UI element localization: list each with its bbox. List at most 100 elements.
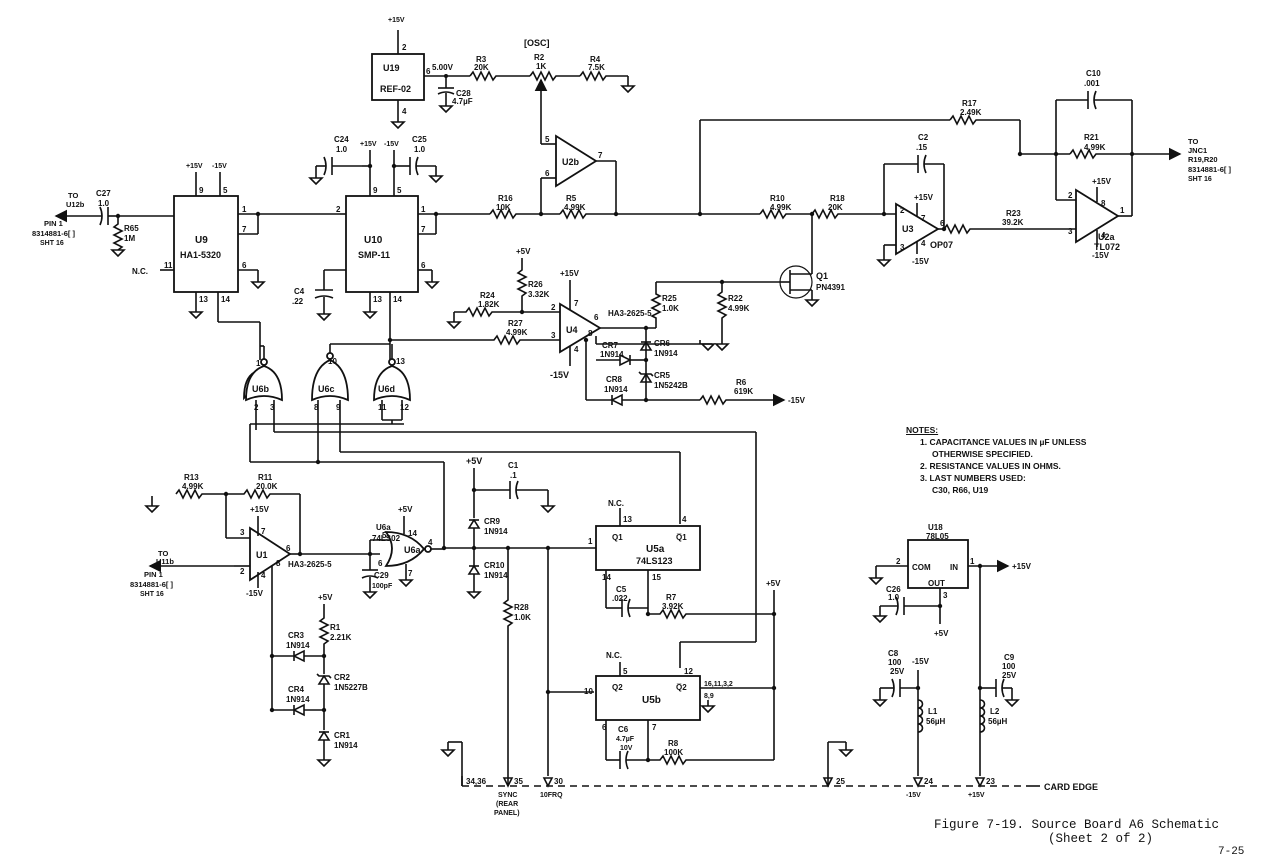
svg-text:R11: R11 — [258, 473, 273, 482]
svg-text:COM: COM — [912, 563, 931, 572]
svg-text:8314881-6[ ]: 8314881-6[ ] — [32, 229, 75, 238]
u18-regulator: U18 78L05 COM IN OUT 2 1 +15V 3 +5V — [868, 523, 1032, 638]
svg-text:.15: .15 — [916, 143, 928, 152]
svg-text:6: 6 — [602, 723, 607, 732]
svg-text:7: 7 — [421, 225, 426, 234]
svg-text:25V: 25V — [890, 667, 905, 676]
svg-text:34,36: 34,36 — [466, 777, 487, 786]
u6b-nor-gate: U6b 1 2 3 — [243, 358, 283, 430]
svg-text:3: 3 — [943, 591, 948, 600]
svg-text:4: 4 — [261, 571, 266, 580]
svg-text:OUT: OUT — [928, 579, 945, 588]
svg-text:100: 100 — [1002, 662, 1016, 671]
svg-text:R6: R6 — [736, 378, 747, 387]
c6-capacitor: C6 4.7µF 10V — [606, 725, 648, 770]
svg-text:-15V: -15V — [246, 589, 264, 598]
svg-text:CR9: CR9 — [484, 517, 501, 526]
svg-text:3: 3 — [900, 243, 905, 252]
svg-text:U5b: U5b — [642, 695, 661, 706]
svg-text:3.92K: 3.92K — [662, 602, 684, 611]
svg-text:1: 1 — [1120, 206, 1125, 215]
svg-text:7.5K: 7.5K — [588, 63, 605, 72]
svg-text:U10: U10 — [364, 235, 383, 246]
l1-inductor: L1 56µH — [917, 699, 946, 733]
svg-text:SYNC: SYNC — [498, 792, 517, 799]
svg-text:5: 5 — [223, 186, 228, 195]
to-jnc1-connector: TO JNC1 R19,R20 8314881-6[ ] SHT 16 — [1188, 137, 1231, 183]
r18-resistor: R10 4.99K — [759, 194, 812, 220]
svg-text:SHT 16: SHT 16 — [1188, 176, 1212, 183]
svg-text:+15V: +15V — [1012, 562, 1032, 571]
svg-text:+15V: +15V — [250, 505, 270, 514]
svg-text:7: 7 — [921, 214, 926, 223]
svg-text:U11b: U11b — [156, 557, 174, 566]
svg-text:24: 24 — [924, 777, 933, 786]
svg-text:13: 13 — [396, 357, 405, 366]
svg-text:U6a: U6a — [404, 545, 422, 555]
svg-text:+15V: +15V — [968, 792, 985, 799]
svg-text:4.99K: 4.99K — [770, 203, 792, 212]
svg-text:HA1-5320: HA1-5320 — [180, 250, 221, 260]
svg-text:2: 2 — [402, 43, 407, 52]
svg-text:4.99K: 4.99K — [182, 482, 204, 491]
u19-reference: U19 REF-02 +15V 2 4 6 5.00V — [371, 17, 470, 130]
svg-text:4: 4 — [921, 239, 926, 248]
r3-resistor: R3 20K — [469, 55, 530, 82]
u2b-opamp: U2b 5 6 7 — [540, 134, 617, 214]
r7-resistor: R7 3.92K — [648, 593, 774, 620]
svg-text:1N914: 1N914 — [484, 527, 508, 536]
u2a-opamp: 3 2 +15V 8 4 -15V U2a TL072 1 — [1055, 154, 1133, 260]
svg-text:56µH: 56µH — [988, 717, 1008, 726]
svg-text:C8: C8 — [888, 649, 899, 658]
r25-resistor: R25 1.0K — [650, 281, 780, 328]
r24-resistor: R24 1.82K — [446, 291, 504, 330]
r11-resistor: R11 20.0K — [226, 473, 300, 500]
svg-text:CARD EDGE: CARD EDGE — [1044, 782, 1098, 792]
svg-text:74LS123: 74LS123 — [636, 556, 673, 566]
svg-text:7: 7 — [598, 151, 603, 160]
c1-capacitor: C1 .1 — [474, 461, 556, 514]
svg-text:6: 6 — [940, 219, 945, 228]
svg-text:R2: R2 — [534, 53, 545, 62]
note-item: 3. LAST NUMBERS USED: — [920, 473, 1026, 483]
svg-text:74LS02: 74LS02 — [372, 534, 401, 543]
svg-text:C2: C2 — [918, 133, 929, 142]
svg-text:4.7µF: 4.7µF — [452, 97, 473, 106]
svg-text:6: 6 — [545, 169, 550, 178]
svg-text:U12b: U12b — [66, 200, 85, 209]
r4-resistor: R4 7.5K — [579, 55, 636, 94]
svg-text:U9: U9 — [195, 235, 208, 246]
svg-text:U2b: U2b — [562, 157, 580, 167]
svg-text:Q1: Q1 — [612, 533, 623, 542]
svg-text:11: 11 — [378, 403, 387, 412]
svg-text:1: 1 — [588, 537, 593, 546]
svg-text:6: 6 — [378, 559, 383, 568]
svg-text:1.0K: 1.0K — [514, 613, 531, 622]
svg-text:+15V: +15V — [186, 163, 203, 170]
svg-text:-15V: -15V — [212, 163, 227, 170]
card-edge-connector: CARD EDGE 34,36 35 SYNC (REAR PANEL) 30 … — [440, 741, 1098, 817]
svg-text:TO: TO — [1188, 137, 1198, 146]
svg-text:R24: R24 — [480, 291, 495, 300]
svg-text:+15V: +15V — [360, 141, 377, 148]
svg-text:-15V: -15V — [912, 257, 930, 266]
svg-text:U6a: U6a — [376, 523, 391, 532]
caption-line-2: (Sheet 2 of 2) — [1048, 832, 1154, 846]
svg-text:8,9: 8,9 — [704, 693, 714, 700]
r13-resistor: R13 4.99K — [175, 473, 226, 500]
u9-sample-hold: U9 HA1-5320 +15V -15V 9 5 1 7 6 11 N.C. … — [118, 163, 340, 360]
cr3-diode: CR3 1N914 — [272, 631, 324, 663]
note-item: OTHERWISE SPECIFIED. — [932, 449, 1033, 459]
svg-text:C9: C9 — [1004, 653, 1015, 662]
svg-text:+5V: +5V — [766, 579, 781, 588]
svg-text:Q̅2: Q̅2 — [676, 683, 687, 692]
svg-text:R16: R16 — [498, 194, 513, 203]
svg-text:2.21K: 2.21K — [330, 633, 352, 642]
svg-text:1.0: 1.0 — [336, 145, 348, 154]
svg-text:U19: U19 — [383, 63, 400, 73]
svg-text:1: 1 — [970, 557, 975, 566]
c25-capacitor: C25 1.0 — [394, 135, 444, 184]
svg-text:CR3: CR3 — [288, 631, 305, 640]
svg-text:1N914: 1N914 — [286, 695, 310, 704]
c10-capacitor: C10 .001 — [1055, 69, 1133, 154]
